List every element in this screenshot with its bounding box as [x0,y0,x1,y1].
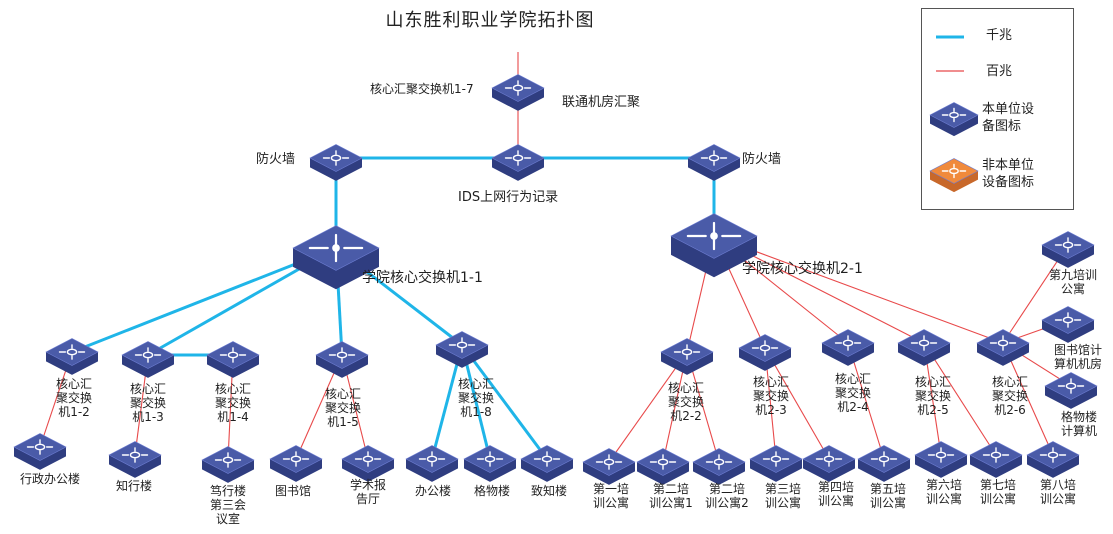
switch-s22-icon [660,338,714,375]
label-ids: IDS上网行为记录 [458,190,559,205]
label-dorm-8: 第八培 训公寓 [1039,478,1076,506]
switch-s14-icon [206,341,260,378]
link-core11-s12 [71,246,337,354]
switch-admin-icon [13,433,67,470]
switch-hall-icon [341,445,395,482]
switch-d2b-icon [692,448,746,485]
switch-office-icon [405,445,459,482]
switch-s15-icon [315,341,369,378]
label-library-lab: 图书馆计 算机机房 [1053,343,1102,371]
switch-ids-icon [491,144,545,181]
other-device-switch-icon [929,158,979,193]
label-zhixing-building: 知行楼 [115,479,152,493]
link-s25-d7 [923,342,997,456]
legend-gigabit-label: 千兆 [986,28,1013,43]
label-dorm-1: 第一培 训公寓 [592,482,629,510]
label-firewall-left: 防火墙 [256,152,296,167]
label-sw-1-5: 核心汇 聚交换 机1-5 [324,387,361,429]
link-s23-d4 [764,347,830,460]
label-dorm-9: 第九培训 公寓 [1048,268,1097,296]
switch-d6-icon [914,441,968,478]
link-s22-d1 [608,351,688,463]
switch-s24-icon [821,329,875,366]
label-dorm-6: 第六培 训公寓 [925,478,962,506]
label-core-agg-1-7: 核心汇聚交换机1-7 [370,82,474,96]
switch-gewulab-icon [1044,372,1098,409]
label-library: 图书馆 [274,484,311,498]
switch-d3-icon [749,445,803,482]
diagram-title: 山东胜利职业学院拓扑图 [385,10,595,31]
label-duxing-building: 笃行楼 第三会 议室 [209,484,246,526]
label-dorm-2b: 第二培 训公寓2 [705,482,749,510]
switch-s23-icon [738,334,792,371]
label-dorm-7: 第七培 训公寓 [979,478,1016,506]
switch-d5-icon [857,445,911,482]
switch-s18-icon [435,331,489,368]
switch-agg17-icon [491,74,545,111]
label-sw-2-4: 核心汇 聚交换 机2-4 [834,372,871,414]
label-dorm-2a: 第二培 训公寓1 [649,482,693,510]
legend-hundred-mb-label: 百兆 [986,64,1013,79]
label-sw-1-4: 核心汇 聚交换 机1-4 [214,382,251,424]
label-unicom-agg: 联通机房汇聚 [562,95,641,110]
switch-core11-icon [292,225,380,290]
label-dorm-5: 第五培 训公寓 [869,482,906,510]
legend-other-switch-glyph [929,158,979,193]
label-lecture-hall: 学术报 告厅 [349,478,386,506]
label-dorm-4: 第四培 训公寓 [817,480,854,508]
label-sw-1-8: 核心汇 聚交换 机1-8 [457,377,494,419]
switch-zhixing-icon [108,441,162,478]
legend-own-switch-glyph [929,102,979,137]
label-sw-2-5: 核心汇 聚交换 机2-5 [914,375,951,417]
label-sw-2-3: 核心汇 聚交换 机2-3 [752,375,789,417]
switch-fwL-icon [309,144,363,181]
switch-lib-icon [269,445,323,482]
switch-d2a-icon [636,448,690,485]
switch-duxing-icon [201,446,255,483]
switch-s12-icon [45,338,99,375]
label-gewu-lab: 格物楼 计算机 [1060,410,1097,438]
switch-s25-icon [897,329,951,366]
link-core21-s26 [713,235,1004,344]
legend-other-device-label: 非本单位 设备图标 [982,158,1035,190]
label-dorm-3: 第三培 训公寓 [764,482,801,510]
label-sw-2-2: 核心汇 聚交换 机2-2 [667,381,704,423]
label-sw-1-2: 核心汇 聚交换 机1-2 [55,377,92,419]
switch-core21-icon [670,213,758,278]
label-core-1-1: 学院核心交换机1-1 [362,270,483,286]
legend: 千兆 百兆 本单位设 备图标 非本单位 设备图标 [921,8,1074,210]
label-office-building: 办公楼 [414,484,451,498]
switch-zhizhi-icon [520,445,574,482]
link-s26-d8 [1002,342,1054,456]
label-core-2-1: 学院核心交换机2-1 [742,261,863,277]
legend-own-device-label: 本单位设 备图标 [982,102,1035,134]
switch-liblab-icon [1041,306,1095,343]
label-zhizhi-building: 致知楼 [530,484,567,498]
label-firewall-right: 防火墙 [742,152,782,167]
own-device-switch-icon [929,102,979,137]
switch-s26-icon [976,329,1030,366]
link-s18-zhizhi [460,344,549,460]
switch-d9-icon [1041,231,1095,268]
switch-d4-icon [802,445,856,482]
label-sw-2-6: 核心汇 聚交换 机2-6 [991,375,1028,417]
label-admin-building: 行政办公楼 [19,472,80,486]
switch-s13-icon [121,341,175,378]
switch-d8-icon [1026,441,1080,478]
switch-d1-icon [582,448,636,485]
label-sw-1-3: 核心汇 聚交换 机1-3 [129,382,166,424]
switch-gewu-icon [463,445,517,482]
switch-fwR-icon [687,144,741,181]
switch-d7-icon [969,441,1023,478]
label-gewu-building: 格物楼 [473,484,510,498]
